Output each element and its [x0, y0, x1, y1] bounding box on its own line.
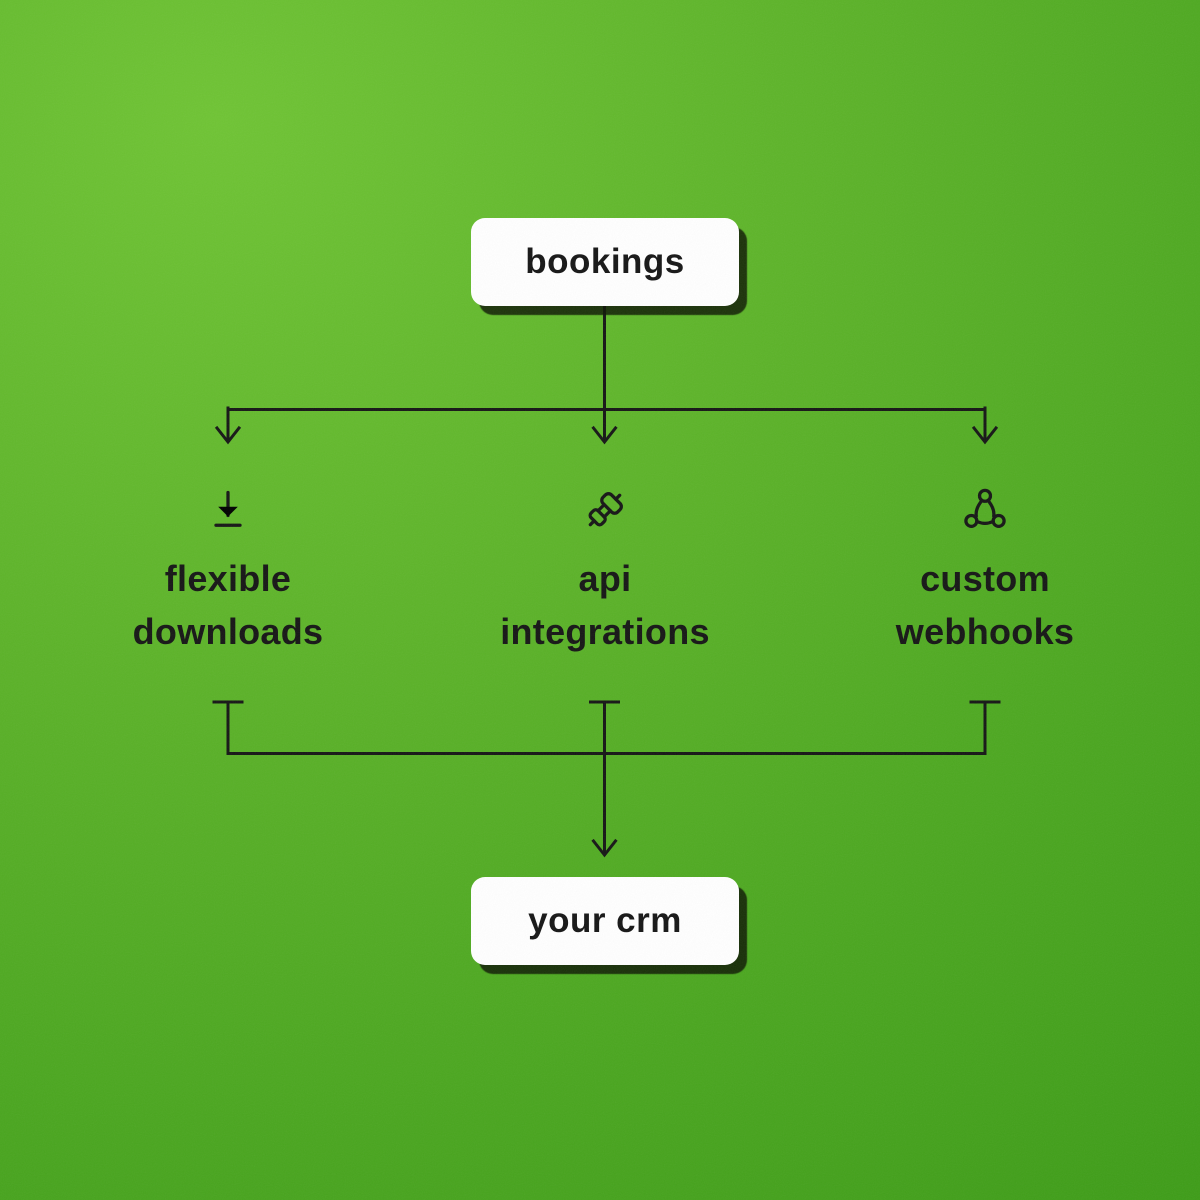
branch-custom-webhooks: custom webhooks [815, 486, 1155, 659]
arrowhead-middle [591, 425, 618, 445]
branch-label-line1: custom [920, 558, 1050, 599]
branch-label-line1: api [578, 558, 632, 599]
branch-label: api integrations [500, 552, 710, 659]
bookings-node: bookings [471, 218, 739, 306]
branch-label: custom webhooks [896, 552, 1074, 659]
your-crm-label: your crm [528, 901, 682, 940]
branch-label-line2: integrations [500, 611, 710, 653]
download-icon [204, 486, 252, 534]
branch-label-line2: webhooks [895, 611, 1075, 653]
branch-label: flexible downloads [133, 552, 324, 659]
branch-label-line1: flexible [164, 558, 292, 599]
branch-label-line2: downloads [132, 611, 324, 653]
arrowhead-left [214, 425, 242, 445]
branch-api-integrations: api integrations [435, 486, 775, 659]
arrowhead-target [591, 838, 618, 858]
plug-icon [581, 486, 629, 534]
arrowhead-right [971, 425, 999, 445]
branch-flexible-downloads: flexible downloads [58, 486, 398, 659]
your-crm-node: your crm [471, 877, 739, 965]
bookings-label: bookings [525, 242, 685, 281]
webhook-icon [961, 486, 1009, 534]
